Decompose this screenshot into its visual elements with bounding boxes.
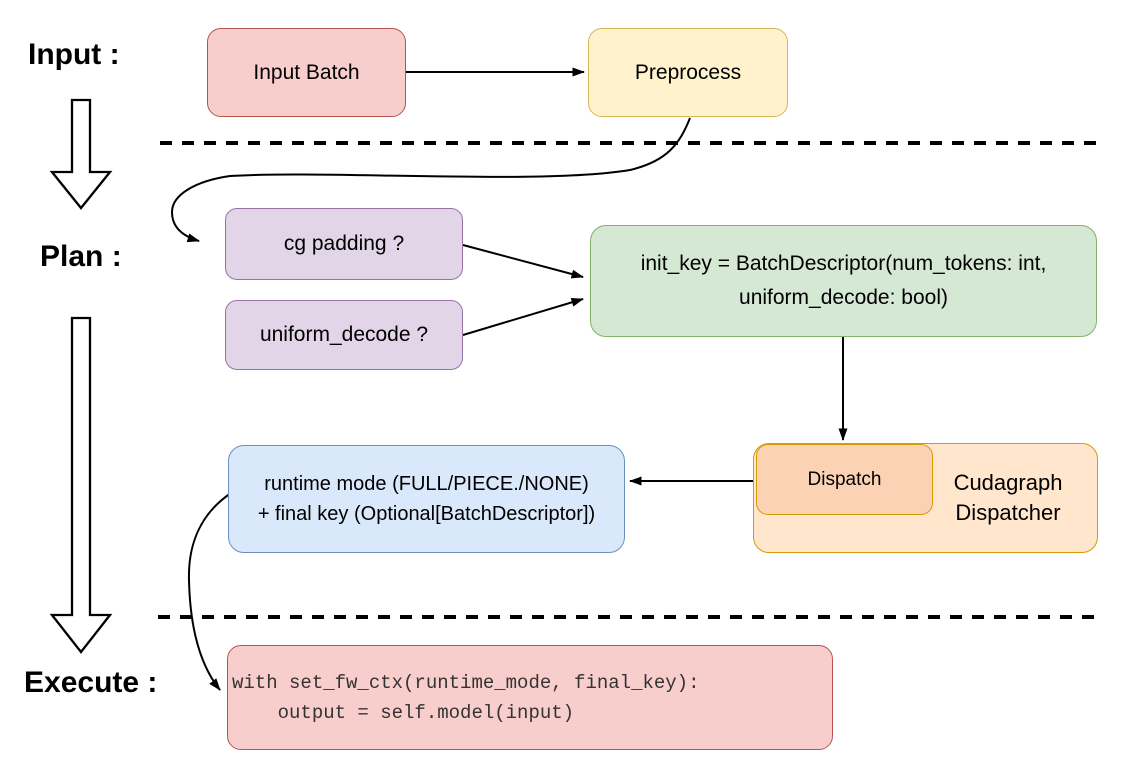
node-uniform-decode-label: uniform_decode ? — [259, 323, 429, 346]
node-cudagraph-dispatcher-label: Cudagraph Dispatcher — [953, 470, 1063, 525]
node-dispatch: Dispatch — [756, 444, 933, 515]
node-init-key: init_key = BatchDescriptor(num_tokens: i… — [590, 225, 1097, 337]
node-execute-code: with set_fw_ctx(runtime_mode, final_key)… — [227, 645, 833, 750]
node-init-key-line2: uniform_decode: bool) — [739, 286, 948, 309]
hollow-arrow-input-to-plan-icon — [49, 98, 113, 210]
edge-runtimemode-to-execute — [187, 492, 232, 691]
node-preprocess: Preprocess — [588, 28, 788, 117]
edge-uniformdecode-to-initkey — [462, 297, 584, 336]
node-input-batch-label: Input Batch — [253, 60, 360, 84]
node-uniform-decode: uniform_decode ? — [225, 300, 463, 370]
stage-label-input: Input : — [28, 38, 120, 71]
node-dispatch-label: Dispatch — [807, 468, 882, 490]
node-runtime-mode-line1: runtime mode (FULL/PIECE./NONE) — [264, 473, 589, 495]
node-cg-padding-label: cg padding ? — [283, 232, 405, 255]
edge-cgpadding-to-initkey — [462, 244, 584, 279]
node-cg-padding: cg padding ? — [225, 208, 463, 280]
node-execute-code-line2: output = self.model(input) — [232, 701, 575, 724]
node-init-key-line1: init_key = BatchDescriptor(num_tokens: i… — [640, 252, 1047, 275]
stage-label-plan: Plan : — [40, 240, 122, 273]
node-preprocess-label: Preprocess — [634, 60, 742, 84]
node-execute-code-line1: with set_fw_ctx(runtime_mode, final_key)… — [232, 671, 700, 694]
hollow-arrow-plan-to-execute-icon — [49, 316, 113, 654]
node-runtime-mode-line2: + final key (Optional[BatchDescriptor]) — [257, 503, 596, 525]
stage-label-execute: Execute : — [24, 666, 158, 699]
node-runtime-mode: runtime mode (FULL/PIECE./NONE) + final … — [228, 445, 625, 553]
node-input-batch: Input Batch — [207, 28, 406, 117]
